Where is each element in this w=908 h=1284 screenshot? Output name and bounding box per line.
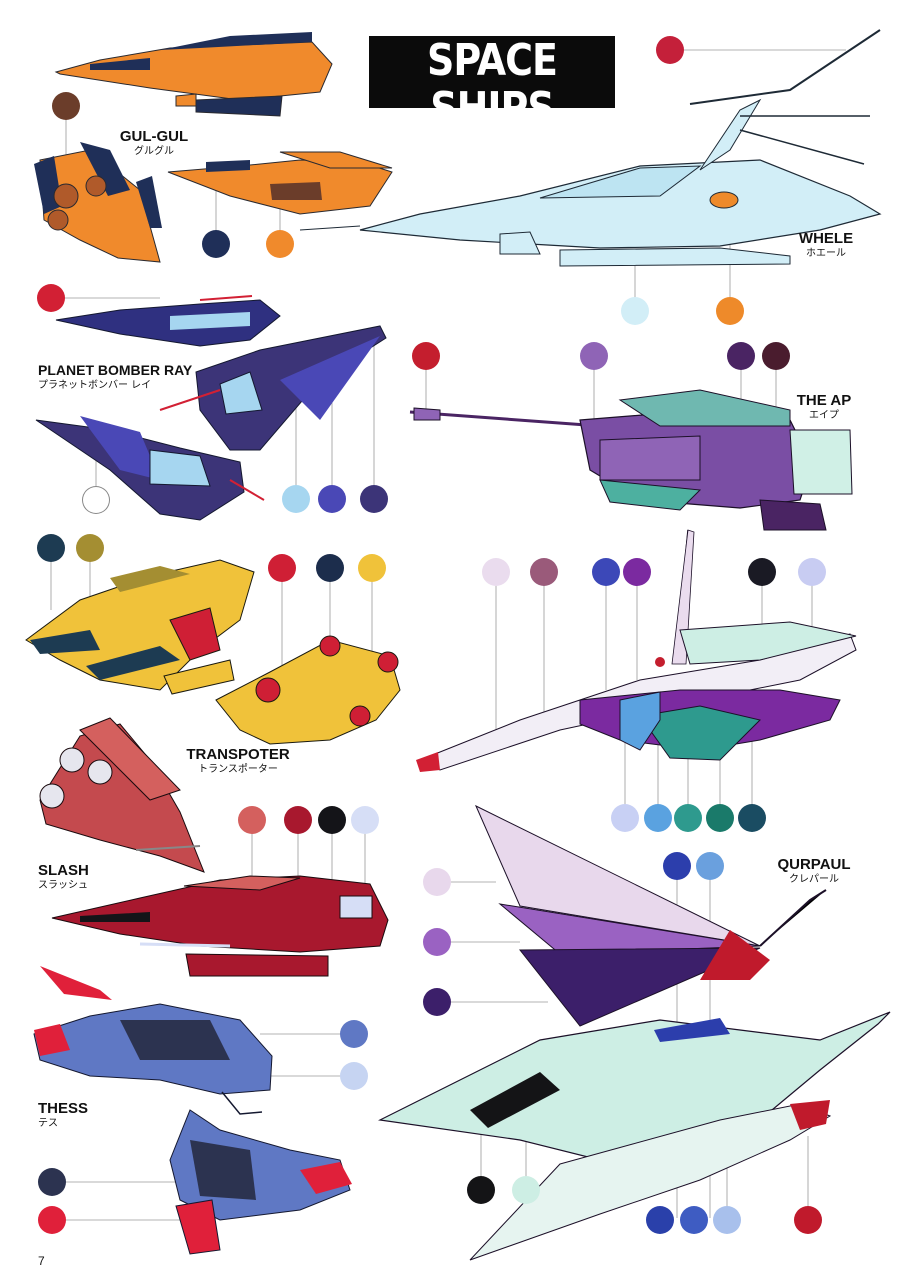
swatch-planet-bomber-ray-5 bbox=[360, 485, 388, 513]
ship-name-jp-slash: スラッシュ bbox=[38, 880, 88, 891]
swatch-unnamed-3 bbox=[592, 558, 620, 586]
swatch-the-ap-3 bbox=[727, 342, 755, 370]
label-transpoter: TRANSPOTER トランスポーター bbox=[186, 746, 289, 776]
swatch-slash-3 bbox=[318, 806, 346, 834]
swatch-slash-2 bbox=[284, 806, 312, 834]
planet-bomber-ray-top-illustration bbox=[55, 295, 281, 347]
ship-name-jp-qurpaul: クレパール bbox=[789, 874, 839, 885]
label-qurpaul: QURPAUL クレパール bbox=[777, 856, 850, 886]
swatch-whele-2 bbox=[621, 297, 649, 325]
gul-gul-front-illustration bbox=[34, 142, 162, 263]
swatch-qurpaul-7 bbox=[512, 1176, 540, 1204]
whele-illustration bbox=[299, 29, 882, 267]
swatch-qurpaul-6 bbox=[467, 1176, 495, 1204]
swatch-qurpaul-8 bbox=[646, 1206, 674, 1234]
slash-side-illustration bbox=[51, 875, 389, 977]
unnamed-ship-illustration bbox=[416, 529, 857, 772]
planet-bomber-ray-bottom-illustration bbox=[35, 416, 265, 521]
swatch-unnamed-11 bbox=[738, 804, 766, 832]
ship-name-jp-thess: テス bbox=[38, 1118, 58, 1129]
swatch-qurpaul-2 bbox=[423, 928, 451, 956]
page-number: 7 bbox=[38, 1254, 45, 1268]
label-planet-bomber-ray: PLANET BOMBER RAY プラネットボンバー レイ bbox=[38, 362, 192, 392]
swatch-unnamed-1 bbox=[482, 558, 510, 586]
label-slash: SLASH スラッシュ bbox=[38, 862, 89, 892]
swatch-transpoter-4 bbox=[316, 554, 344, 582]
swatch-qurpaul-3 bbox=[423, 988, 451, 1016]
swatch-unnamed-7 bbox=[611, 804, 639, 832]
swatch-whele-1 bbox=[656, 36, 684, 64]
swatch-unnamed-2 bbox=[530, 558, 558, 586]
transpoter-left-illustration bbox=[25, 559, 255, 695]
swatch-qurpaul-10 bbox=[713, 1206, 741, 1234]
swatch-qurpaul-1 bbox=[423, 868, 451, 896]
swatch-transpoter-2 bbox=[76, 534, 104, 562]
thess-top-illustration bbox=[33, 966, 273, 1115]
swatch-thess-3 bbox=[38, 1168, 66, 1196]
swatch-qurpaul-4 bbox=[663, 852, 691, 880]
label-thess: THESS テス bbox=[38, 1100, 88, 1130]
swatch-unnamed-6 bbox=[798, 558, 826, 586]
page-title: SPACE SHIPS bbox=[427, 34, 558, 134]
ship-name-jp-transpoter: トランスポーター bbox=[198, 764, 278, 775]
ship-name-thess: THESS bbox=[38, 1100, 89, 1117]
swatch-slash-4 bbox=[351, 806, 379, 834]
label-whele: WHELE ホエール bbox=[799, 230, 853, 260]
swatch-gul-gul-1 bbox=[52, 92, 80, 120]
page-title-box: SPACE SHIPS 艦船 bbox=[369, 36, 615, 144]
slash-front-illustration bbox=[39, 717, 205, 873]
swatch-planet-bomber-ray-3 bbox=[282, 485, 310, 513]
ship-name-jp-gul-gul: グルグル bbox=[133, 146, 174, 157]
ship-name-planet-bomber-ray: PLANET BOMBER RAY bbox=[38, 362, 193, 378]
swatch-the-ap-2 bbox=[580, 342, 608, 370]
transpoter-right-illustration bbox=[215, 635, 401, 745]
swatch-unnamed-10 bbox=[706, 804, 734, 832]
swatch-the-ap-4 bbox=[762, 342, 790, 370]
page-subtitle-jp: 艦船 bbox=[478, 128, 506, 144]
swatch-qurpaul-5 bbox=[696, 852, 724, 880]
thess-bottom-illustration bbox=[169, 1109, 352, 1255]
swatch-whele-3 bbox=[716, 297, 744, 325]
swatch-transpoter-3 bbox=[268, 554, 296, 582]
swatch-unnamed-8 bbox=[644, 804, 672, 832]
ship-name-transpoter: TRANSPOTER bbox=[186, 746, 290, 763]
the-ap-illustration bbox=[409, 389, 853, 531]
ship-name-qurpaul: QURPAUL bbox=[777, 856, 851, 873]
ship-name-jp-the-ap: エイプ bbox=[808, 410, 839, 421]
swatch-unnamed-9 bbox=[674, 804, 702, 832]
swatch-thess-2 bbox=[340, 1062, 368, 1090]
ship-name-jp-whele: ホエール bbox=[805, 248, 846, 259]
swatch-planet-bomber-ray-1 bbox=[37, 284, 65, 312]
ship-name-the-ap: THE AP bbox=[796, 392, 852, 409]
label-the-ap: THE AP エイプ bbox=[797, 392, 851, 422]
swatch-transpoter-1 bbox=[37, 534, 65, 562]
swatch-the-ap-1 bbox=[412, 342, 440, 370]
swatch-unnamed-4 bbox=[623, 558, 651, 586]
swatch-thess-1 bbox=[340, 1020, 368, 1048]
qurpaul-illustration bbox=[378, 804, 891, 1261]
swatch-slash-1 bbox=[238, 806, 266, 834]
ship-name-gul-gul: GUL-GUL bbox=[119, 128, 189, 145]
swatch-qurpaul-9 bbox=[680, 1206, 708, 1234]
swatch-gul-gul-2 bbox=[202, 230, 230, 258]
swatch-thess-4 bbox=[38, 1206, 66, 1234]
swatch-qurpaul-11 bbox=[794, 1206, 822, 1234]
ship-name-whele: WHELE bbox=[798, 230, 854, 247]
label-gul-gul: GUL-GUL グルグル bbox=[120, 128, 188, 158]
swatch-transpoter-5 bbox=[358, 554, 386, 582]
swatch-planet-bomber-ray-4 bbox=[318, 485, 346, 513]
gul-gul-side-illustration bbox=[54, 32, 333, 117]
planet-bomber-ray-side-illustration bbox=[159, 325, 387, 451]
swatch-planet-bomber-ray-2 bbox=[82, 486, 110, 514]
gul-gul-bottom-illustration bbox=[167, 151, 393, 215]
ship-name-slash: SLASH bbox=[38, 862, 89, 879]
swatch-gul-gul-3 bbox=[266, 230, 294, 258]
swatch-unnamed-5 bbox=[748, 558, 776, 586]
ship-name-jp-planet-bomber-ray: プラネットボンバー レイ bbox=[38, 380, 152, 391]
